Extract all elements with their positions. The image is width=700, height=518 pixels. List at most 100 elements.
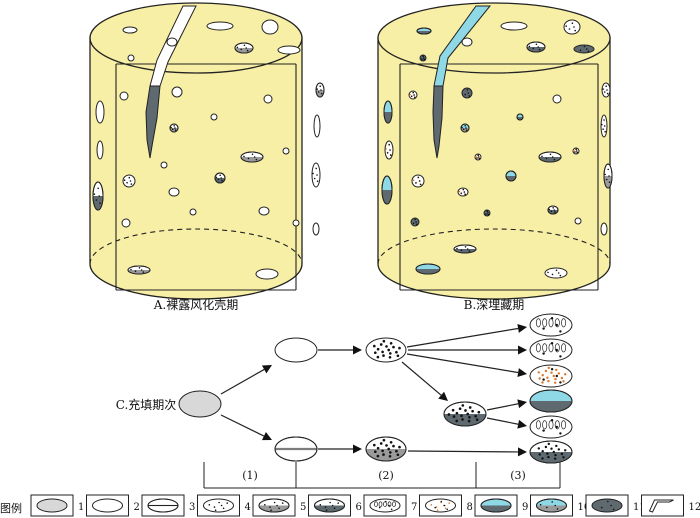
legend-item-2: 2 — [86, 494, 140, 517]
grain-dot — [170, 126, 172, 129]
grain-dot — [385, 444, 388, 447]
pore-lower-fill — [384, 112, 392, 123]
grain-dot — [448, 502, 450, 504]
stage-label-2: (2) — [378, 469, 394, 482]
legend-box — [641, 494, 684, 517]
pore-body — [92, 498, 123, 513]
pore-b-9 — [552, 94, 562, 104]
grain-dot — [557, 372, 561, 375]
pore-b-11 — [460, 123, 470, 133]
flow-end-orange — [529, 364, 573, 388]
grain-dot — [462, 188, 465, 191]
grain-dot — [574, 29, 576, 32]
pore-b-6 — [419, 54, 427, 62]
cylinder-a-body — [89, 37, 303, 300]
grain-dot — [552, 450, 556, 454]
pore-body — [127, 54, 135, 62]
grain-dot — [555, 269, 558, 272]
grain-dot — [462, 128, 465, 130]
grain-dot — [382, 354, 385, 357]
arrow-dotted-to-ring — [406, 324, 527, 348]
grain-dot — [247, 157, 250, 160]
grain-dot — [410, 95, 413, 98]
pore-body — [210, 113, 218, 121]
legend-item-4: 4 — [197, 494, 251, 517]
pore-outline — [315, 82, 325, 98]
legend-number-2: 2 — [134, 502, 140, 513]
grain-dot — [575, 148, 577, 150]
grain-dot — [537, 371, 541, 374]
pore-body — [312, 222, 320, 236]
grain-dot — [398, 346, 401, 350]
grain-dot — [537, 46, 539, 48]
cylinder-b — [377, 2, 611, 300]
grain-dot — [416, 223, 418, 226]
grain-dot — [562, 456, 565, 459]
grain-dot — [236, 46, 239, 49]
legend-swatch-7 — [369, 498, 401, 513]
fracture-icon — [648, 499, 674, 513]
flow-node-half-dark — [443, 401, 487, 427]
grain-dot — [612, 508, 615, 511]
pore-body — [36, 498, 68, 513]
grain-dot — [551, 501, 553, 503]
grain-dot — [329, 501, 331, 504]
pore-lower-fill — [517, 117, 523, 120]
grain-dot — [388, 504, 390, 507]
grain-dot — [603, 125, 606, 127]
grain-dot — [604, 173, 606, 176]
grain-dot — [545, 157, 548, 160]
grain-dot — [460, 192, 462, 195]
grain-dot — [608, 181, 611, 183]
pore-outline — [603, 163, 613, 189]
cylinder-b-body — [377, 37, 611, 300]
grain-dot — [409, 93, 411, 96]
grain-dot — [452, 415, 456, 418]
grain-dot — [559, 355, 562, 358]
grain-dot — [385, 500, 387, 503]
grain-dot — [376, 347, 380, 351]
ring-grain — [561, 420, 567, 430]
grain-dot — [251, 153, 254, 156]
grain-dot — [553, 209, 555, 211]
grain-dot — [477, 410, 481, 414]
grain-dot — [528, 45, 531, 48]
pore-b-19 — [547, 205, 559, 215]
grain-dot — [98, 195, 100, 197]
cylinder-a-pores — [92, 19, 325, 280]
grain-dot — [214, 509, 217, 511]
pore-outline — [526, 41, 546, 53]
pore-lower-fill — [506, 176, 516, 181]
grain-dot — [315, 167, 317, 170]
grain-dot — [539, 503, 542, 506]
grain-dot — [461, 418, 464, 421]
pore-body — [365, 337, 407, 363]
grain-dot — [388, 352, 392, 355]
grain-dot — [372, 344, 376, 348]
grain-dot — [468, 95, 470, 97]
grain-dot — [465, 129, 468, 131]
grain-dot — [554, 504, 556, 507]
pore-b-24 — [544, 267, 568, 279]
grain-dot — [174, 129, 177, 131]
pore-body — [274, 337, 318, 363]
pore-body — [529, 364, 573, 388]
ring-grain — [542, 318, 548, 328]
grain-dot — [586, 48, 588, 50]
pore-outline — [443, 401, 487, 427]
legend-swatch-4 — [203, 498, 234, 513]
grain-dot — [553, 158, 556, 161]
grain-dot — [430, 504, 433, 506]
grain-dot — [395, 449, 398, 453]
pore-body — [166, 37, 178, 47]
pore-b-3 — [461, 37, 473, 47]
grain-dot — [554, 453, 557, 457]
grain-dot — [398, 445, 401, 449]
pore-outline — [365, 436, 407, 462]
grain-dot — [606, 89, 608, 91]
caption-b: B.深埋藏期 — [464, 298, 525, 312]
pore-outline — [240, 151, 264, 163]
pore-a-8 — [171, 86, 183, 98]
grain-dot — [541, 381, 544, 384]
grain-dot — [386, 152, 389, 154]
